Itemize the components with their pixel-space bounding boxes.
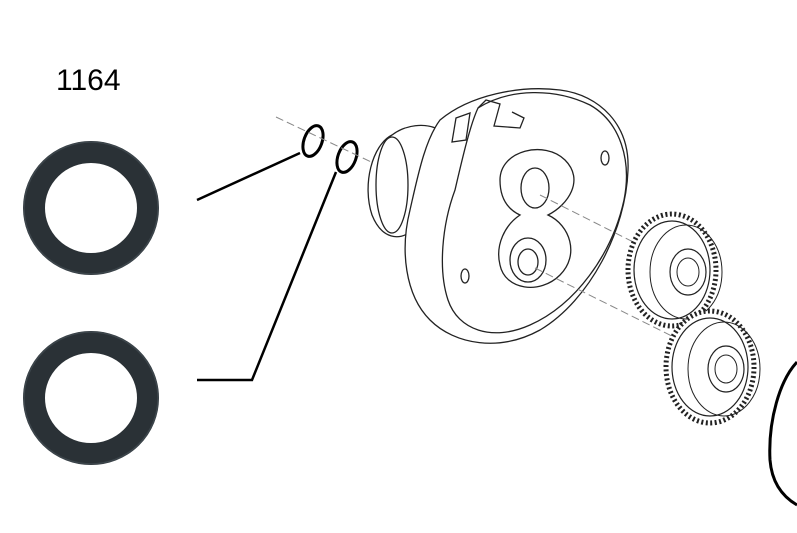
o-ring-photo-top (23, 141, 159, 275)
pump-housing (367, 88, 629, 344)
part-number-label: 1164 (56, 64, 121, 97)
gear-upper (625, 211, 723, 329)
gear-lower (663, 308, 761, 426)
small-o-ring-1 (301, 124, 325, 158)
o-ring-photo-bottom (23, 331, 159, 465)
axis-line-gear-2 (534, 267, 701, 351)
leader-line-upper (196, 151, 301, 202)
small-o-ring-2 (335, 140, 359, 174)
large-o-ring-partial (768, 360, 797, 507)
leader-line-lower (197, 171, 338, 382)
